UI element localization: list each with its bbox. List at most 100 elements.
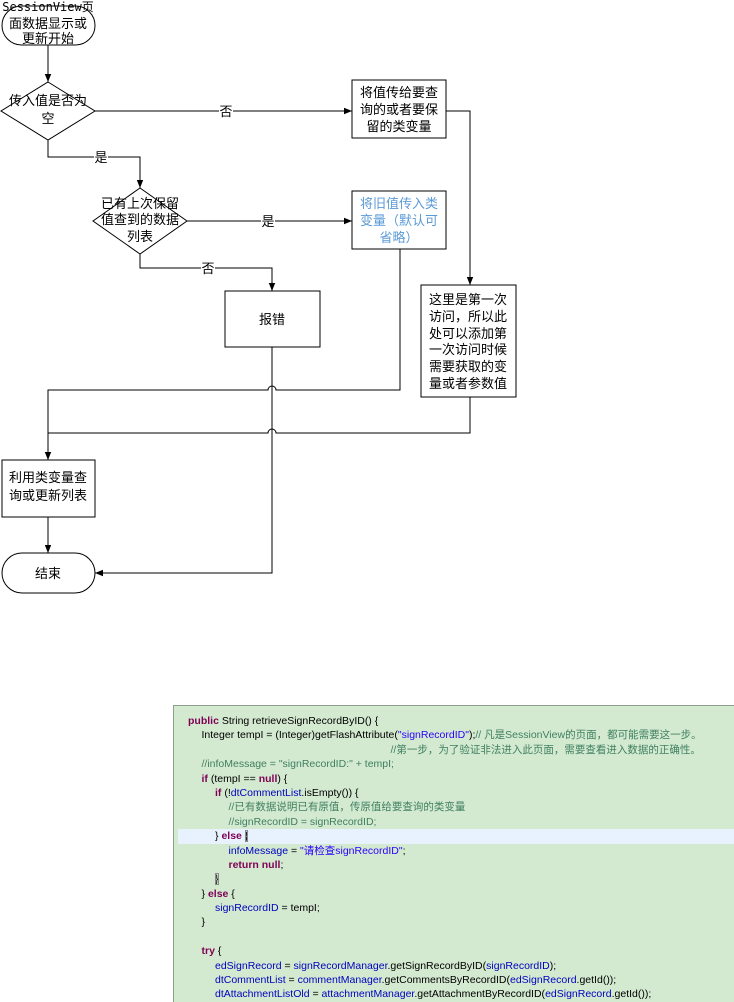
code-line[interactable]: //第一步，为了验证非法进入此页面，需要查看进入数据的正确性。: [178, 743, 734, 757]
code-text: }: [188, 916, 206, 929]
code-keyword: if: [201, 772, 208, 785]
connector-error-to-end: [95, 347, 273, 577]
code-text: {: [214, 945, 222, 958]
code-text: }: [188, 830, 222, 843]
code-line[interactable]: dtCommentList = commentManager.getCommen…: [178, 973, 734, 987]
code-text: .getId());: [576, 974, 617, 987]
decision-previous-label: 已有上次保留: [101, 196, 179, 212]
code-text: [188, 773, 202, 785]
code-line[interactable]: [178, 930, 734, 944]
code-field: infoMessage: [228, 844, 289, 857]
code-string: "请检查signRecordID": [300, 844, 403, 857]
code-text: ;: [280, 858, 284, 871]
code-text: .getCommentsByRecordID(: [381, 974, 510, 987]
code-field: dtAttachmentListOld: [215, 988, 310, 1001]
code-field: dtCommentList: [230, 786, 302, 799]
code-field: dtCommentList: [215, 974, 286, 987]
code-editor[interactable]: public String retrieveSignRecordByID() {…: [173, 705, 734, 1002]
code-text: =: [288, 844, 301, 857]
code-keyword: if: [215, 786, 222, 799]
process-first-visit-label: 一次访问时候: [429, 342, 507, 358]
code-text: .getId());: [611, 988, 652, 1001]
code-matching-bracket: }: [215, 873, 219, 886]
label-background: [201, 260, 215, 276]
code-text: =: [309, 988, 322, 1001]
code-text: [188, 787, 215, 799]
code-line[interactable]: signRecordID = tempI;: [178, 901, 734, 915]
code-field: signRecordManager: [293, 959, 388, 972]
code-text: [188, 873, 215, 885]
code-text: [188, 974, 215, 986]
code-text: Integer tempI = (Integer)getFlashAttribu…: [188, 729, 398, 742]
code-lines[interactable]: public String retrieveSignRecordByID() {…: [174, 714, 734, 1002]
code-text: .getAttachmentByRecordID(: [414, 988, 546, 1001]
edge-label-previous-yes: 是: [261, 215, 274, 230]
code-text: =: [285, 974, 298, 987]
process-first-visit-label: 访问，所以此: [429, 310, 507, 325]
code-line[interactable]: }: [178, 872, 734, 886]
process-error-label: 报错: [259, 313, 285, 328]
decision-input-empty: [0, 81, 96, 141]
code-text: .isEmpty()) {: [301, 786, 359, 799]
code-line[interactable]: infoMessage = "请检查signRecordID";: [178, 844, 734, 858]
process-old-value-label: 变量（默认可: [360, 213, 438, 229]
code-line[interactable]: try {: [178, 944, 734, 958]
code-keyword: else: [207, 887, 229, 900]
decision-input-empty-label: 传入值是否为: [9, 93, 87, 109]
label-background: [261, 213, 275, 229]
code-keyword: try: [201, 945, 215, 958]
process-error: [224, 290, 321, 348]
edge-label-empty-yes: 是: [94, 151, 107, 166]
start-terminal: [1, 5, 96, 46]
code-line[interactable]: //infoMessage = "signRecordID:" + tempI;: [178, 757, 734, 771]
end-terminal-label: 结束: [35, 567, 61, 582]
process-first-visit-label: 量或者参数值: [429, 376, 507, 392]
code-line[interactable]: dtAttachmentListOld = attachmentManager.…: [178, 987, 734, 1001]
code-text: }: [188, 887, 208, 900]
process-old-value-label: 将旧值传入类: [360, 196, 438, 212]
process-query-list-label: 利用类变量查: [9, 470, 87, 486]
code-line[interactable]: } else {: [178, 887, 734, 901]
code-field: commentManager: [297, 974, 382, 987]
process-assign-label: 留的类变量: [366, 119, 431, 135]
code-line[interactable]: Integer tempI = (Integer)getFlashAttribu…: [178, 728, 734, 742]
code-text: [188, 988, 215, 1000]
decision-previous-label: 列表: [127, 230, 153, 245]
start-terminal-label: 面数据显示或: [9, 17, 87, 32]
code-text: =: [281, 959, 294, 972]
code-line[interactable]: if (tempI == null) {: [178, 772, 734, 786]
code-text: ;: [402, 844, 406, 857]
label-background: [94, 149, 108, 165]
process-query-list-label: 询或更新列表: [9, 488, 87, 504]
code-field: attachmentManager: [321, 988, 415, 1001]
code-text: {: [228, 887, 235, 900]
process-first-visit-label: 这里是第一次: [429, 292, 507, 308]
code-line[interactable]: public String retrieveSignRecordByID() {: [178, 714, 734, 728]
process-first-visit-note: [420, 284, 517, 398]
edge-label-previous-no: 否: [201, 262, 214, 277]
code-keyword: return: [228, 858, 259, 871]
code-text: (tempI ==: [207, 772, 259, 785]
process-pass-old-value: [351, 190, 447, 250]
code-line[interactable]: edSignRecord = signRecordManager.getSign…: [178, 959, 734, 973]
code-text: = tempI;: [278, 902, 320, 915]
code-line[interactable]: //已有数据说明已有原值，传原值给要查询的类变量: [178, 800, 734, 814]
code-line[interactable]: return null;: [178, 858, 734, 872]
flowchart: 否 是 是 否 SessionView页 面数据显示或 更新开始 传入值是否为 …: [0, 0, 517, 594]
code-comment: // 凡是SessionView的页面，都可能需要这一步。: [475, 729, 702, 742]
code-line-current[interactable]: } else {: [178, 829, 734, 844]
code-text: );: [549, 959, 557, 972]
label-background: [219, 103, 233, 119]
decision-previous-label: 值查到的数据: [101, 212, 179, 228]
process-first-visit-label: 处可以添加第: [429, 327, 507, 342]
code-field: signRecordID: [486, 959, 550, 972]
code-line[interactable]: }: [178, 915, 734, 929]
code-text: [188, 945, 202, 957]
code-field: edSignRecord: [215, 959, 282, 972]
process-first-visit-label: 需要获取的变: [429, 359, 507, 375]
connector-assign-to-first-visit: [446, 110, 474, 285]
code-line[interactable]: if (!dtCommentList.isEmpty()) {: [178, 786, 734, 800]
code-line[interactable]: //signRecordID = signRecordID;: [178, 815, 734, 829]
edge-label-empty-no: 否: [219, 105, 232, 120]
decision-input-empty-label: 空: [41, 112, 54, 127]
